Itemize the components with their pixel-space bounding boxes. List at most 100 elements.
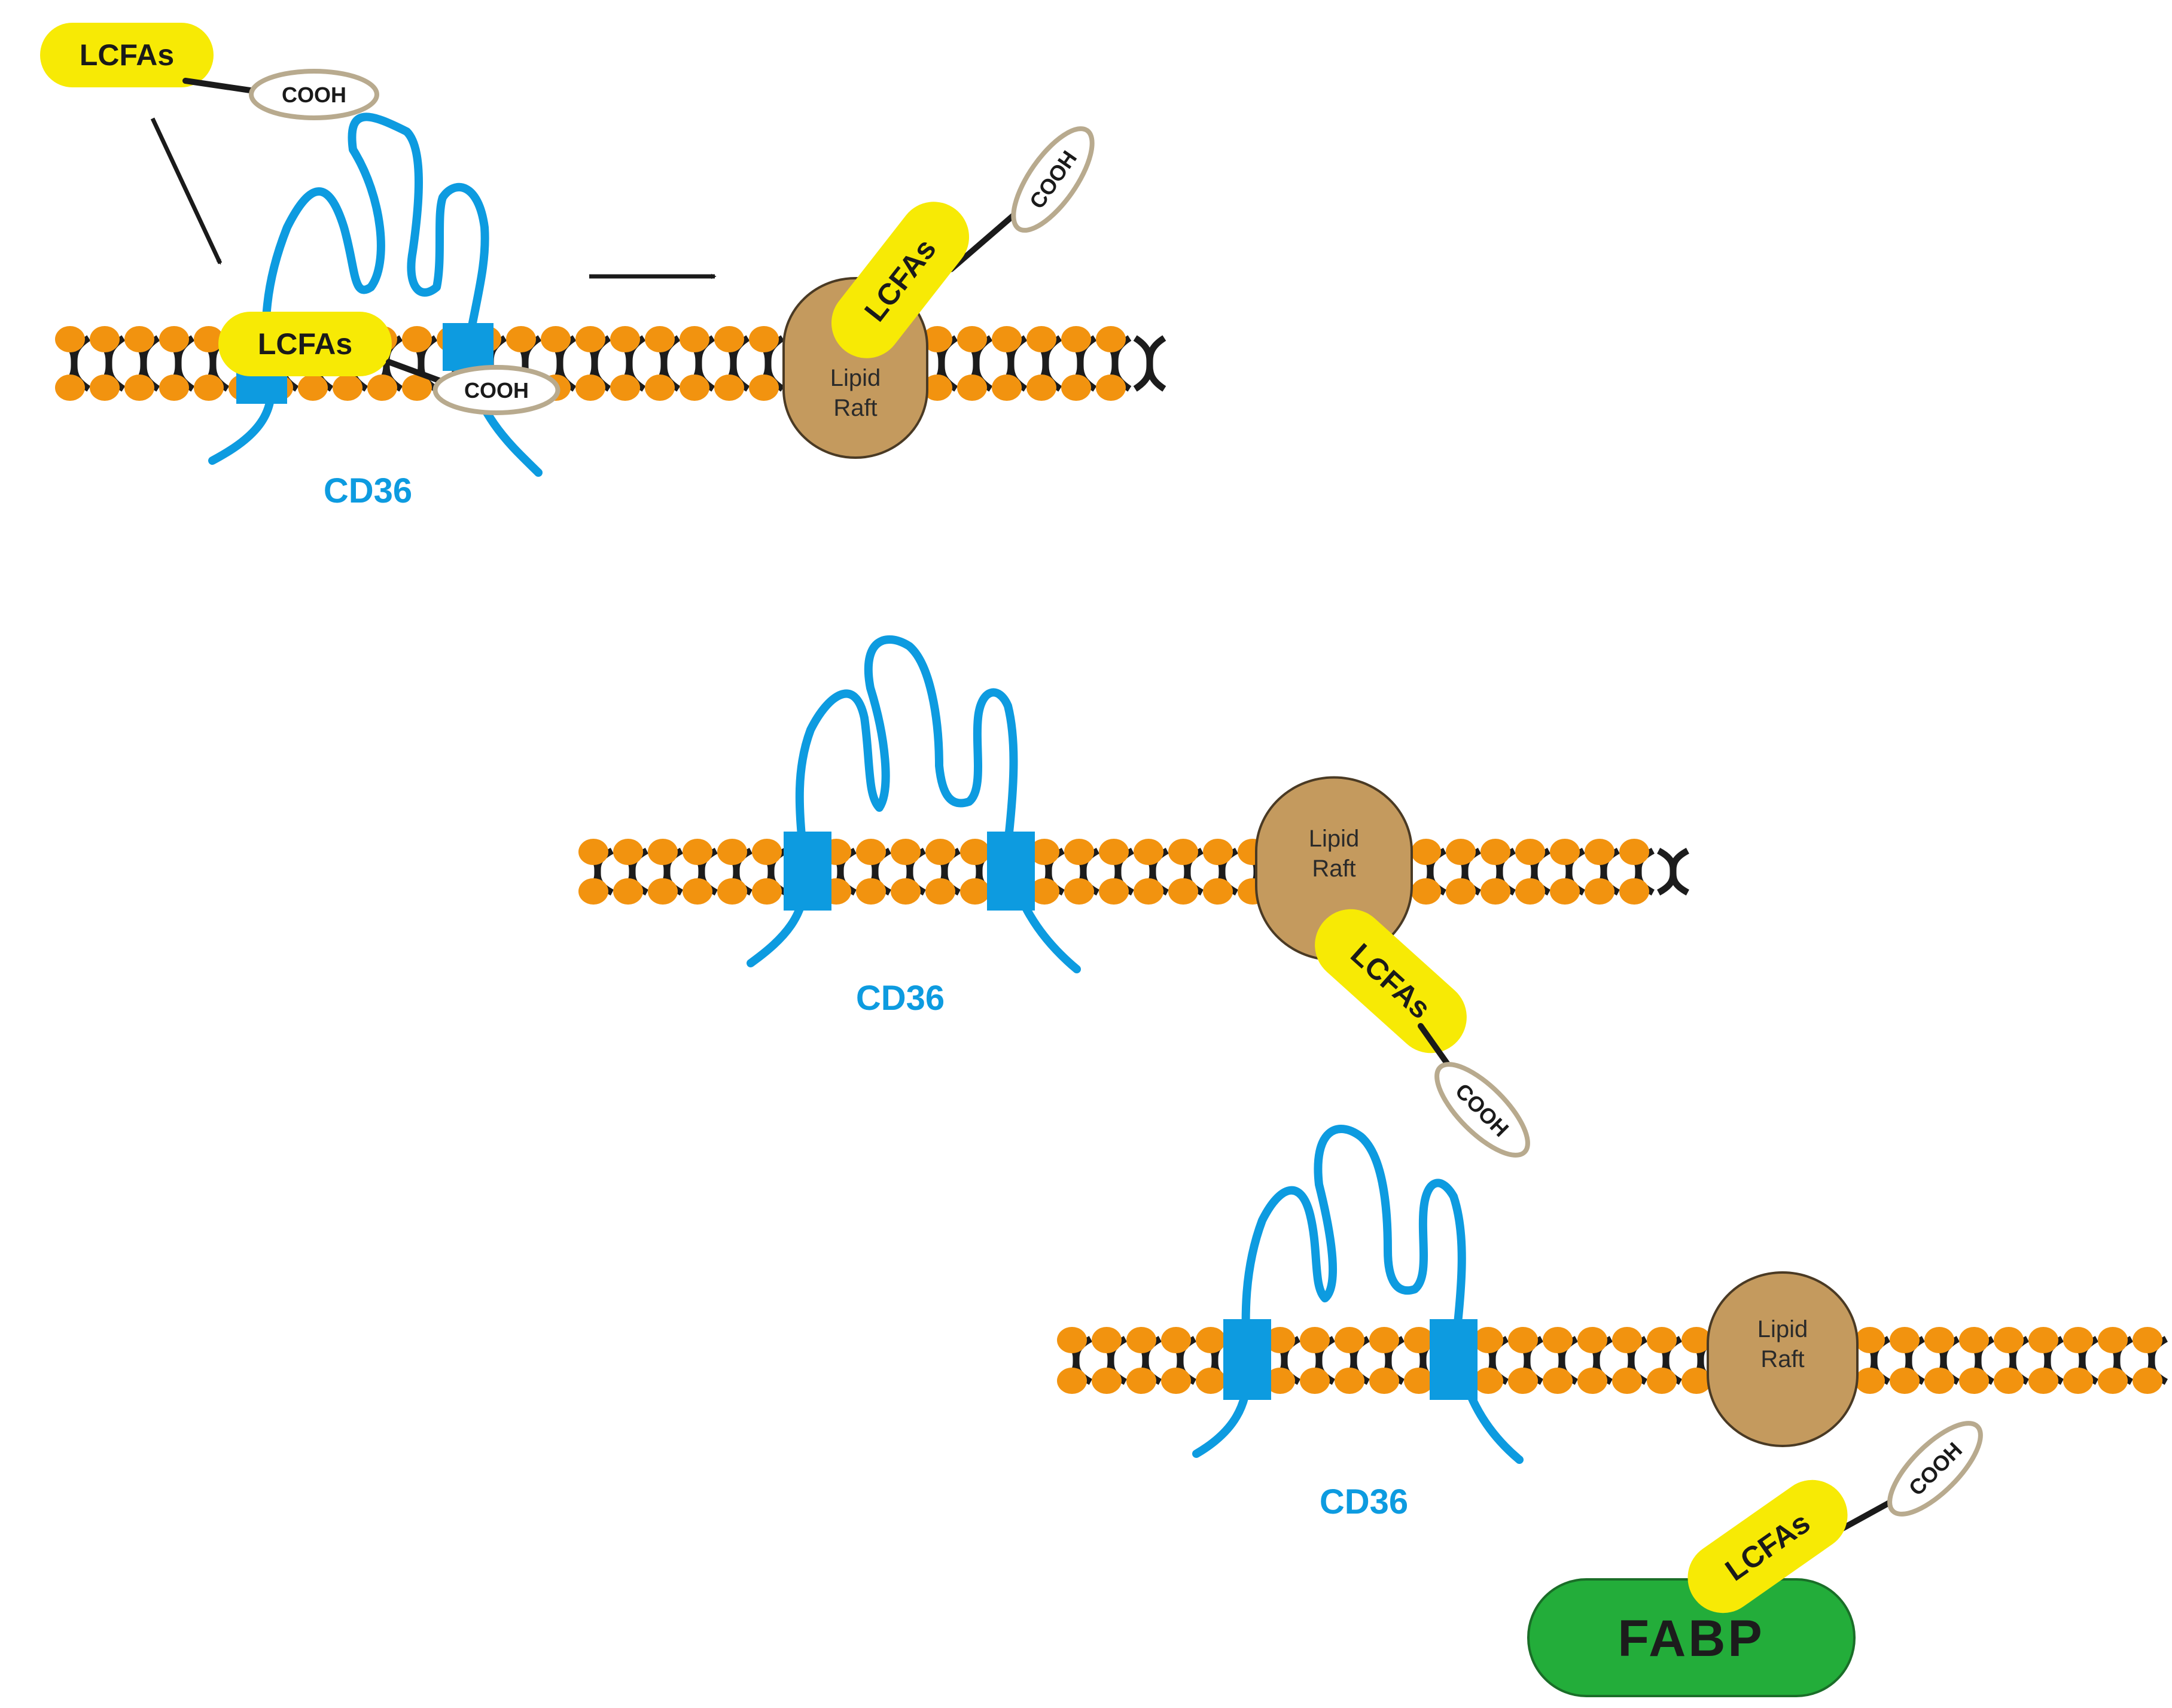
lipid-head-outer [645,326,675,352]
lipid-head-inner [1029,878,1059,905]
cd36-transmembrane-domain-b [1430,1319,1478,1400]
lipid-head-inner [1619,878,1649,905]
cooh-oval [432,365,560,415]
lipid-head-inner [1577,1368,1607,1394]
lipid-head-inner [1855,1368,1885,1394]
raft-body [1707,1271,1859,1447]
lipid-head-inner [1168,878,1198,905]
lcfa-label: LCFAs [80,38,174,72]
lipid-head-outer [1092,1327,1122,1353]
lcfa-capsule [831,202,970,358]
lipid-head-outer [1473,1327,1503,1353]
cd36-protein-3 [1192,1125,1524,1464]
lipid-head-inner [891,878,921,905]
cd36-transmembrane-domain-b [443,323,494,371]
lipid-head-outer [856,839,886,865]
lipid-head-inner [1446,878,1476,905]
cd36-transmembrane-domain-b [987,832,1035,911]
lipid-head-inner [925,878,955,905]
lcfa-linker-bound [386,359,449,386]
lipid-tail [1656,848,1690,896]
lipid-head-outer [1681,1327,1711,1353]
lipid-head-inner [124,375,154,401]
cd36-protein-1 [208,112,543,477]
lipid-head-inner [1959,1368,1989,1394]
lcfa-capsule [218,312,392,376]
lipid-head-inner [1300,1368,1330,1394]
lipid-head-outer [1265,1327,1295,1353]
cooh-label: COOH [282,83,346,107]
lipid-head-outer [1369,1327,1399,1353]
raft-label-line1: Lipid [830,365,881,391]
lipid-head-outer [1585,839,1614,865]
lipid-head-outer [1994,1327,2024,1353]
cooh-oval [249,69,379,120]
lipid-head-inner [1369,1368,1399,1394]
fabp-label: FABP [1617,1610,1764,1667]
lipid-head-inner [1126,1368,1156,1394]
cooh-fabp: COOH [1887,1421,1983,1517]
lipid-head-outer [922,326,952,352]
lipid-head-outer [1619,839,1649,865]
lipid-head-inner [90,375,120,401]
lipid-head-inner [1061,375,1091,401]
lipid-head-outer [1335,1327,1364,1353]
lipid-head-inner [648,878,678,905]
lipid-head-outer [575,326,605,352]
lipid-head-inner [1543,1368,1573,1394]
lipid-head-inner [2028,1368,2058,1394]
lipid-head-outer [1543,1327,1573,1353]
lipid-head-outer [1890,1327,1920,1353]
lipid-head-inner [1508,1368,1538,1394]
lipid-head-outer [2063,1327,2093,1353]
membrane-2 [578,839,1690,905]
lipid-head-outer [717,839,747,865]
lipid-head-inner [333,375,362,401]
lipid-head-inner [1096,375,1126,401]
lipid-head-outer [1096,326,1126,352]
lipid-tail [1133,335,1166,392]
lipid-head-inner [367,375,397,401]
cooh-label: COOH [464,378,529,403]
lipid-head-inner [402,375,432,401]
lipid-head-outer [1647,1327,1677,1353]
cd36-strand [208,112,543,477]
lipid-head-outer [1134,839,1163,865]
lipid-head-inner [1203,878,1233,905]
lipid-head-inner [1099,878,1129,905]
lipid-head-outer [194,326,224,352]
lipid-head-inner [1681,1368,1711,1394]
lipid-head-inner [749,375,779,401]
lipid-head-outer [925,839,955,865]
lipid-head-inner [1026,375,1056,401]
cooh-free: COOH [249,69,379,120]
lipid-head-outer [1064,839,1094,865]
lcfa-bound-cd36: LCFAs [218,312,392,376]
lipid-head-inner [1404,1368,1434,1394]
lcfa-linker-raft [948,209,1020,272]
lipid-head-outer [90,326,120,352]
lipid-head-inner [159,375,189,401]
lipid-head-inner [1265,1368,1295,1394]
lipid-head-outer [1508,1327,1538,1353]
lipid-head-outer [402,326,432,352]
cd36-transmembrane-domain-a [1223,1319,1271,1400]
lipid-head-inner [194,375,224,401]
lipid-head-inner [1064,878,1094,905]
lipid-head-inner [2063,1368,2093,1394]
lipid-head-outer [1203,839,1233,865]
lipid-head-outer [2098,1327,2128,1353]
lipid-head-outer [1612,1327,1642,1353]
lipid-head-outer [2028,1327,2058,1353]
lipid-head-inner [613,878,643,905]
lipid-head-inner [1612,1368,1642,1394]
lipid-head-inner [578,878,608,905]
lipid-head-inner [575,375,605,401]
lipid-head-outer [1481,839,1510,865]
raft-label-line2: Raft [833,395,877,421]
lipid-head-outer [752,839,782,865]
lipid-head-inner [752,878,782,905]
